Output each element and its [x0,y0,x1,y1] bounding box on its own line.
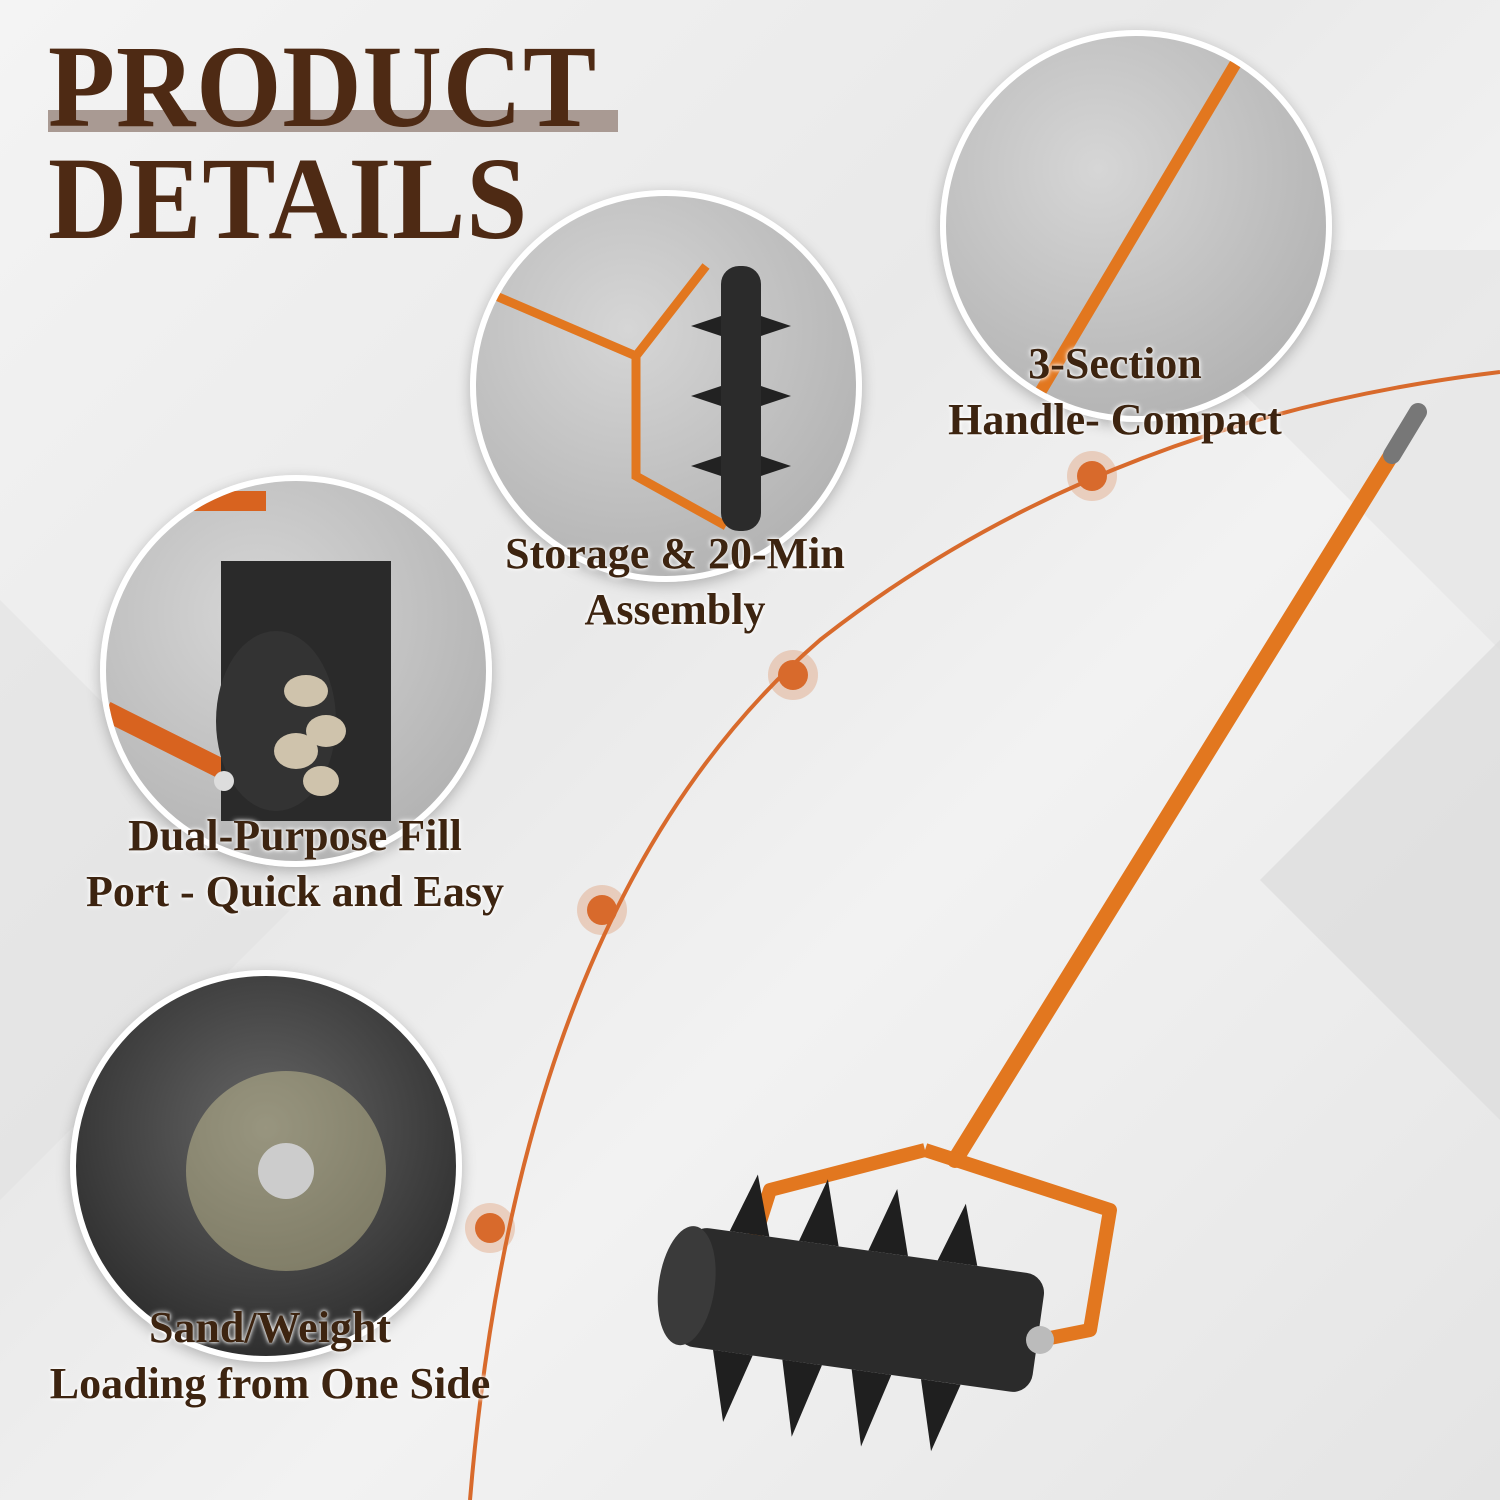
timeline-dot [1077,461,1107,491]
feature-caption-sand-loading: Sand/Weight Loading from One Side [0,1300,540,1412]
feature-line1: Sand/Weight [148,1303,392,1352]
feature-line2: Handle- Compact [948,395,1282,444]
feature-caption-storage: Storage & 20-Min Assembly [450,526,900,638]
title-underline [48,110,618,132]
detail-image-handle [940,30,1332,422]
aerator-product-image [657,403,1427,1452]
feature-line1: 3-Section [1028,339,1202,388]
timeline-arc [468,370,1500,1500]
feature-line2: Port - Quick and Easy [85,867,505,916]
feature-caption-fill-port: Dual-Purpose Fill Port - Quick and Easy [40,808,550,920]
detail-image-sand-loading [70,970,462,1362]
timeline-dot [587,895,617,925]
feature-line1: Storage & 20-Min [505,529,845,578]
timeline-dot [778,660,808,690]
feature-line2: Loading from One Side [49,1359,491,1408]
timeline-dot [475,1213,505,1243]
page-title-line1: PRODUCT [48,21,598,152]
detail-image-storage [470,190,862,582]
page-title-line2: DETAILS [48,133,529,264]
feature-line1: Dual-Purpose Fill [128,811,462,860]
feature-caption-handle: 3-Section Handle- Compact [900,336,1330,448]
feature-line2: Assembly [584,585,766,634]
detail-image-fill-port [100,475,492,867]
